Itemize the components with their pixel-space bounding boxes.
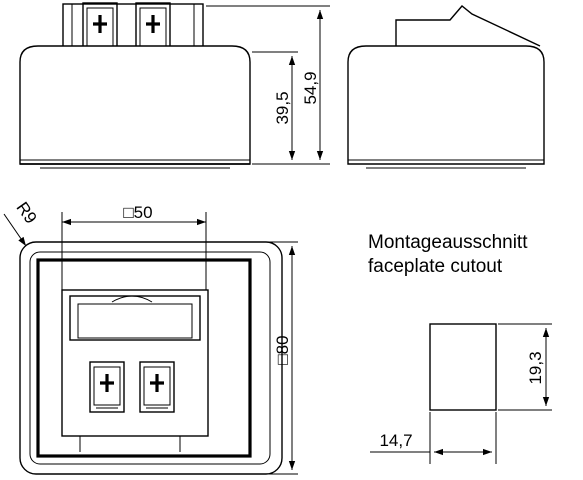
- radius-label: R9: [12, 198, 40, 227]
- dim-19-3-label: 19,3: [526, 351, 545, 384]
- dim-80-label: □80: [273, 335, 292, 364]
- dim-39-5-label: 39,5: [273, 91, 292, 124]
- dim-14-7-label: 14,7: [379, 431, 412, 450]
- dim-54-9-label: 54,9: [301, 71, 320, 104]
- width-dimension: □50: [61, 203, 207, 290]
- plan-view: [19, 241, 283, 475]
- radius-callout: R9: [3, 198, 41, 247]
- dim-50-label: □50: [123, 203, 152, 222]
- side-elevation-view: [347, 5, 545, 169]
- cutout-drawing: 19,3 14,7: [370, 323, 552, 464]
- plate-dimension: □80: [252, 241, 298, 475]
- cutout-caption-line1: Montageausschnitt: [368, 232, 528, 253]
- front-elevation-view: [19, 1, 251, 169]
- height-dimensions: 39,5 54,9: [206, 5, 330, 165]
- cutout-caption-line2: faceplate cutout: [368, 256, 503, 277]
